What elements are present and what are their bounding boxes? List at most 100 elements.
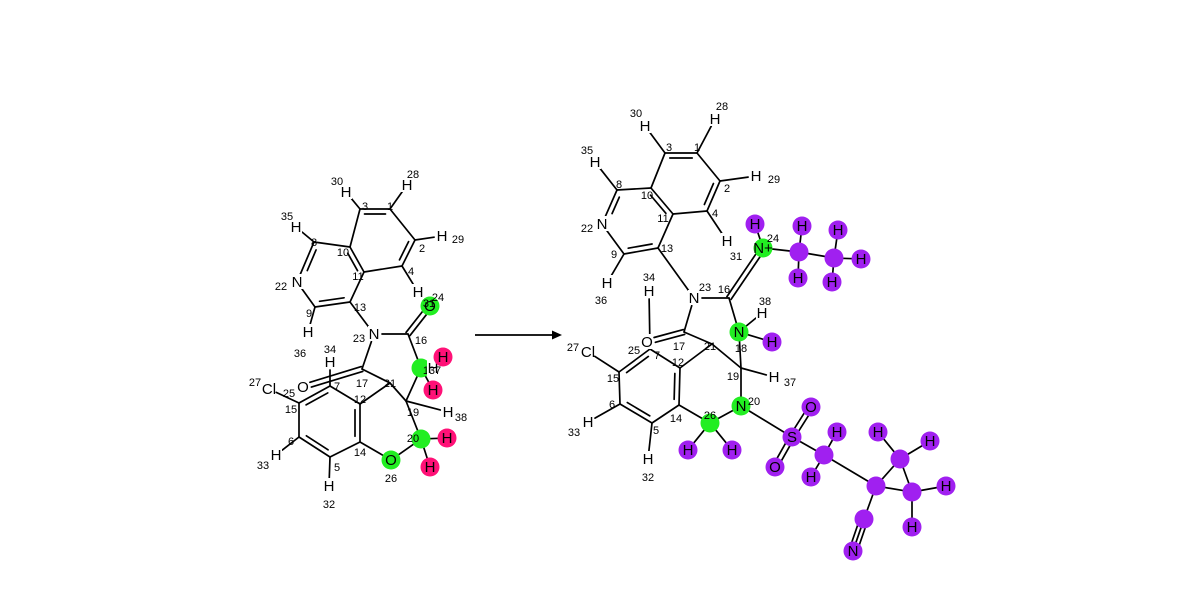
- product-atom-28: H28: [709, 101, 728, 128]
- product-atom-eH5: H: [851, 249, 871, 269]
- bond-12-7: [649, 348, 681, 369]
- product-atom-22: N22: [581, 216, 608, 235]
- reactant-atom-h4: H: [420, 457, 440, 477]
- product-atom-pH26a: H: [678, 440, 698, 460]
- reactant-atom-30: H30: [331, 176, 352, 201]
- reaction-arrow: [475, 330, 562, 340]
- element-label: N+: [753, 240, 773, 257]
- atom-number: 31: [730, 251, 742, 263]
- bond-19-37: [740, 367, 768, 376]
- bond-3-30: [648, 131, 666, 154]
- reactant-atom-4: 4: [408, 266, 414, 278]
- bond-7-15: [298, 385, 331, 404]
- product-atom-7: 7: [654, 350, 660, 362]
- highlight-dot: [433, 347, 453, 367]
- bond-8-35: [599, 167, 618, 191]
- product-atom-14: 14: [670, 413, 682, 425]
- element-label: H: [425, 459, 436, 476]
- highlight-dot: [902, 482, 922, 502]
- bond-r2-rH3: [919, 486, 939, 492]
- bond-6-5: [619, 403, 653, 424]
- element-label: H: [644, 283, 655, 300]
- bond-qC-r2: [883, 486, 905, 492]
- atom-number: 29: [452, 234, 464, 246]
- bond-24-pH24: [756, 230, 762, 242]
- product-atom-cnC: [854, 509, 874, 529]
- bond-15-27: [275, 391, 300, 404]
- bond-cnC-cnN-extra0: [850, 524, 859, 543]
- product-atom-rH4: H: [902, 517, 922, 537]
- element-label: N: [689, 290, 700, 307]
- product-atom-r1: [890, 449, 910, 469]
- bond-mC-qC: [830, 458, 870, 483]
- atom-number: 5: [334, 462, 340, 474]
- element-label: H: [602, 275, 613, 292]
- highlight-dot: [827, 422, 847, 442]
- reactant-atom-31: H31: [412, 284, 435, 310]
- bond-16-18: [407, 333, 419, 362]
- atom-number: 11: [352, 271, 363, 283]
- reactant-atom-32: H32: [323, 478, 335, 511]
- bond-16-24-extra0: [730, 255, 762, 301]
- bond-9-36: [309, 306, 316, 326]
- bond-17-23: [361, 340, 373, 370]
- atom-number: 37: [784, 377, 796, 389]
- bond-26-20: [716, 408, 735, 421]
- bond-20-h4: [422, 445, 429, 461]
- bond-cnC-cnN-extra1: [858, 527, 867, 546]
- bond-18-19: [405, 374, 419, 402]
- element-label: H: [767, 334, 778, 351]
- bond-2-4: [401, 239, 416, 267]
- atom-number: 32: [323, 499, 335, 511]
- atom-number: 35: [281, 211, 293, 223]
- atom-number: 10: [337, 247, 349, 259]
- element-label: O: [769, 459, 781, 476]
- atom-number: 33: [568, 427, 580, 439]
- atom-number: 25: [628, 345, 640, 357]
- bond-2-29: [414, 236, 435, 241]
- atom-number: 19: [407, 407, 419, 419]
- highlight-dot: [745, 214, 765, 234]
- highlight-dot: [801, 467, 821, 487]
- bond-14-26: [678, 404, 704, 420]
- bond-2-29: [719, 176, 749, 182]
- element-label: H: [291, 219, 302, 236]
- bond-2-4-inner: [703, 182, 715, 206]
- bond-18-19: [738, 339, 742, 369]
- element-label: H: [827, 274, 838, 291]
- reactant-atom-37: H37: [427, 360, 441, 377]
- element-label: H: [751, 168, 762, 185]
- reactant-atom-8: 8: [311, 237, 317, 249]
- bond-9-13: [314, 301, 351, 308]
- product-atom-4: 4: [712, 208, 718, 220]
- product-atom-26: 26: [700, 410, 720, 433]
- atom-number: 9: [611, 249, 617, 261]
- element-label: N: [597, 216, 608, 233]
- bond-6-33: [594, 403, 621, 419]
- element-label: H: [413, 284, 424, 301]
- atom-number: 14: [354, 447, 366, 459]
- highlight-dot: [437, 428, 457, 448]
- bond-17-25: [310, 370, 364, 388]
- bond-10-8: [313, 241, 351, 248]
- bond-3-30: [350, 197, 361, 210]
- highlight-dot: [866, 476, 886, 496]
- highlight-dot: [824, 248, 844, 268]
- bond-4-11: [672, 210, 708, 215]
- highlight-dot: [936, 476, 956, 496]
- product-atom-mH1: H: [827, 422, 847, 442]
- product-atom-eH3: H: [828, 220, 848, 240]
- bond-5-14: [651, 404, 680, 424]
- atom-number: 34: [324, 344, 336, 356]
- atom-number: 37: [429, 365, 441, 377]
- reactant-atom-15: 15: [285, 404, 297, 416]
- reactant-atom-6: 6: [288, 436, 294, 448]
- element-label: N: [734, 324, 745, 341]
- element-label: H: [750, 216, 761, 233]
- bond-7-15-inner: [305, 392, 329, 406]
- bond-10-3: [650, 152, 666, 189]
